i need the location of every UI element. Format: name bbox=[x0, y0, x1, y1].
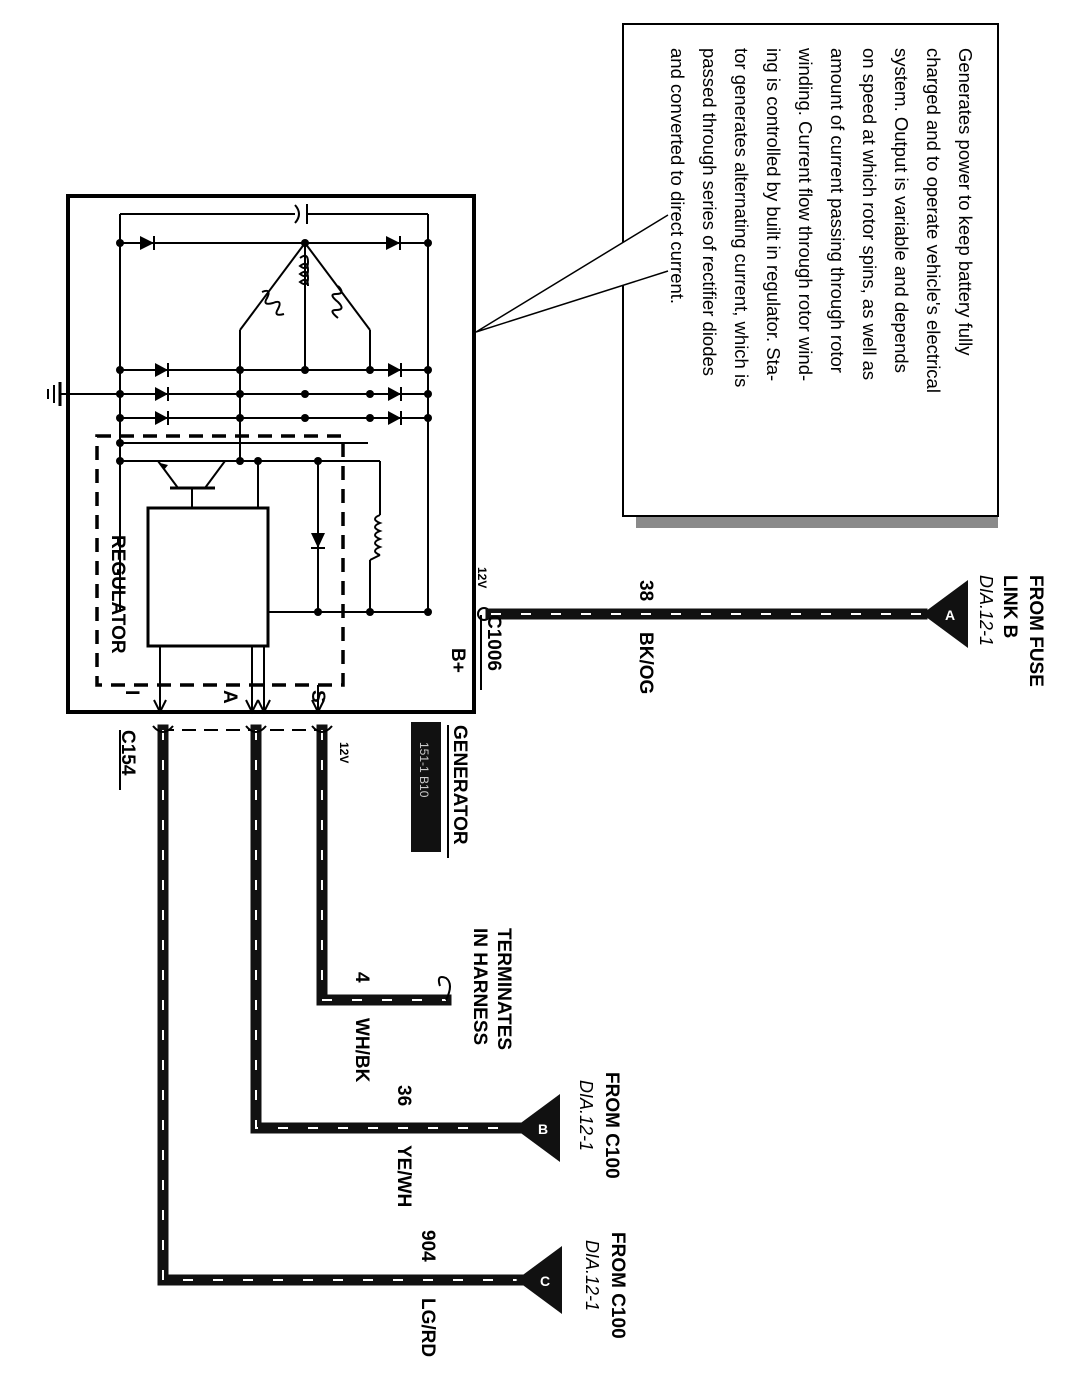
bplus-label: B+ bbox=[447, 648, 468, 673]
wire-904-circuit: 904 bbox=[417, 1230, 438, 1262]
callout-line: winding. Current flow through rotor wind… bbox=[795, 47, 816, 381]
rotor-coil-icon bbox=[374, 514, 383, 556]
pin-a2-arrow-icon bbox=[257, 699, 271, 715]
connector-a: A bbox=[922, 580, 968, 648]
wire-4-note-1: TERMINATES bbox=[493, 928, 514, 1050]
pin-a-arrow-icon bbox=[245, 699, 259, 715]
callout-line: system. Output is variable and depends bbox=[891, 48, 912, 373]
wire-36-color: YE/WH bbox=[393, 1145, 414, 1207]
wire-4-note-2: IN HARNESS bbox=[469, 928, 490, 1045]
stator-coil-icon bbox=[331, 285, 343, 319]
connector-c-letter: C bbox=[540, 1273, 550, 1289]
diode-icon bbox=[140, 236, 154, 250]
wire-904 bbox=[157, 724, 528, 1286]
connector-c: C bbox=[516, 1246, 562, 1314]
callout-line: and converted to direct current. bbox=[667, 48, 688, 304]
connector-b: B bbox=[514, 1094, 560, 1162]
callout-line: tor generates alternating current, which… bbox=[731, 48, 752, 387]
regulator-ic bbox=[146, 506, 270, 648]
wire-38-color: BK/OG bbox=[635, 632, 656, 694]
diode-icon bbox=[388, 411, 401, 425]
generator-internal-circuit bbox=[47, 204, 432, 715]
crimp-c154-a bbox=[245, 725, 267, 733]
connector-b-triangle bbox=[514, 1094, 560, 1162]
wire-36-from: FROM C100 bbox=[601, 1072, 622, 1179]
crimp-c154-i bbox=[152, 725, 174, 733]
c154-label: C154 bbox=[117, 730, 138, 776]
stator-coil-icon bbox=[298, 254, 310, 287]
diode-icon bbox=[386, 236, 400, 250]
diode-icon bbox=[155, 411, 168, 425]
wire-904-color: LG/RD bbox=[417, 1298, 438, 1357]
callout-line: charged and to operate vehicle's electri… bbox=[923, 48, 944, 393]
terminates-hook-icon bbox=[437, 976, 451, 1001]
connector-b-letter: B bbox=[538, 1121, 548, 1137]
description-callout: Generates power to keep battery fully ch… bbox=[475, 23, 999, 528]
callout-line: on speed at which rotor spins, as well a… bbox=[859, 48, 880, 380]
wire-36-dia: DIA.12-1 bbox=[576, 1080, 596, 1151]
ground-icon bbox=[47, 382, 62, 406]
connector-a-triangle bbox=[922, 580, 968, 648]
wire-36-circuit: 36 bbox=[393, 1085, 414, 1106]
generator-badge bbox=[411, 722, 441, 852]
diode-icon bbox=[388, 387, 401, 401]
stator-coil-icon bbox=[261, 289, 285, 316]
wire-4-color: WH/BK bbox=[351, 1018, 372, 1083]
bplus-12v-label: 12V bbox=[475, 567, 489, 588]
wire-904-from: FROM C100 bbox=[607, 1232, 628, 1339]
diode-icon bbox=[311, 533, 325, 548]
c1006-label: C1006 bbox=[483, 615, 504, 671]
connector-a-letter: A bbox=[945, 607, 955, 623]
s-wire-12v-label: 12V bbox=[337, 742, 351, 763]
callout-line: amount of current passing through rotor bbox=[827, 48, 848, 373]
wire-36 bbox=[250, 724, 526, 1134]
crimp-c154-s bbox=[311, 725, 333, 733]
pin-s-label: S bbox=[307, 690, 328, 703]
wire-4-circuit: 4 bbox=[351, 972, 372, 983]
pin-i-label: I bbox=[121, 690, 142, 695]
diode-icon bbox=[155, 363, 168, 377]
pin-s-arrow-icon bbox=[311, 699, 325, 715]
wire-38-from: FROM FUSE bbox=[1025, 575, 1046, 687]
callout-line: passed through series of rectifier diode… bbox=[699, 48, 720, 376]
generator-label: GENERATOR bbox=[449, 725, 470, 845]
junction-dots bbox=[116, 239, 432, 616]
wire-38-from-2: LINK B bbox=[999, 575, 1020, 638]
generator-box bbox=[66, 194, 476, 714]
wire-38-dia: DIA.12-1 bbox=[976, 575, 996, 646]
pin-i-arrow-icon bbox=[153, 699, 167, 715]
pin-a-label: A bbox=[219, 690, 240, 704]
callout-line: ing is controlled by built in regulator.… bbox=[763, 48, 784, 381]
callout-text: Generates power to keep battery fully ch… bbox=[667, 47, 976, 393]
regulator-boundary bbox=[95, 434, 345, 687]
wire-4 bbox=[316, 724, 452, 1006]
callout-box bbox=[622, 23, 999, 517]
diode-icon bbox=[155, 387, 168, 401]
diode-icon bbox=[388, 363, 401, 377]
transistor-icon bbox=[157, 460, 226, 508]
generator-badge-text: 151-1 B10 bbox=[417, 742, 431, 798]
callout-line: Generates power to keep battery fully bbox=[955, 48, 976, 356]
regulator-label: REGULATOR bbox=[107, 535, 128, 654]
wire-38-circuit: 38 bbox=[635, 580, 656, 601]
connector-c-triangle bbox=[516, 1246, 562, 1314]
wire-904-dia: DIA.12-1 bbox=[582, 1240, 602, 1311]
